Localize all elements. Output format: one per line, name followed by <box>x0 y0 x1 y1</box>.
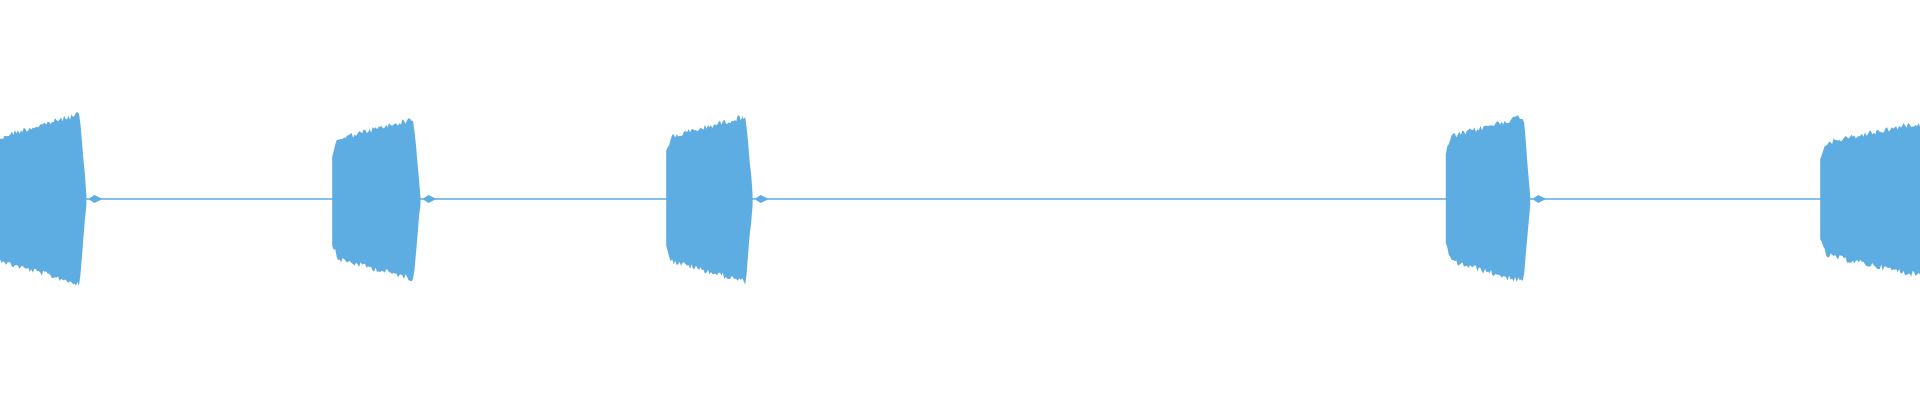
burst-release-1 <box>88 195 103 203</box>
burst-release-4 <box>1532 195 1547 203</box>
audio-burst-4 <box>1445 115 1531 282</box>
waveform-layer <box>0 112 1920 286</box>
burst-release-2 <box>422 195 437 203</box>
silence-baseline <box>0 198 1920 200</box>
audio-burst-2 <box>332 118 421 282</box>
audio-burst-1 <box>0 112 87 286</box>
burst-release-3 <box>754 195 769 203</box>
audio-burst-3 <box>666 115 753 285</box>
audio-burst-5 <box>1820 122 1920 277</box>
